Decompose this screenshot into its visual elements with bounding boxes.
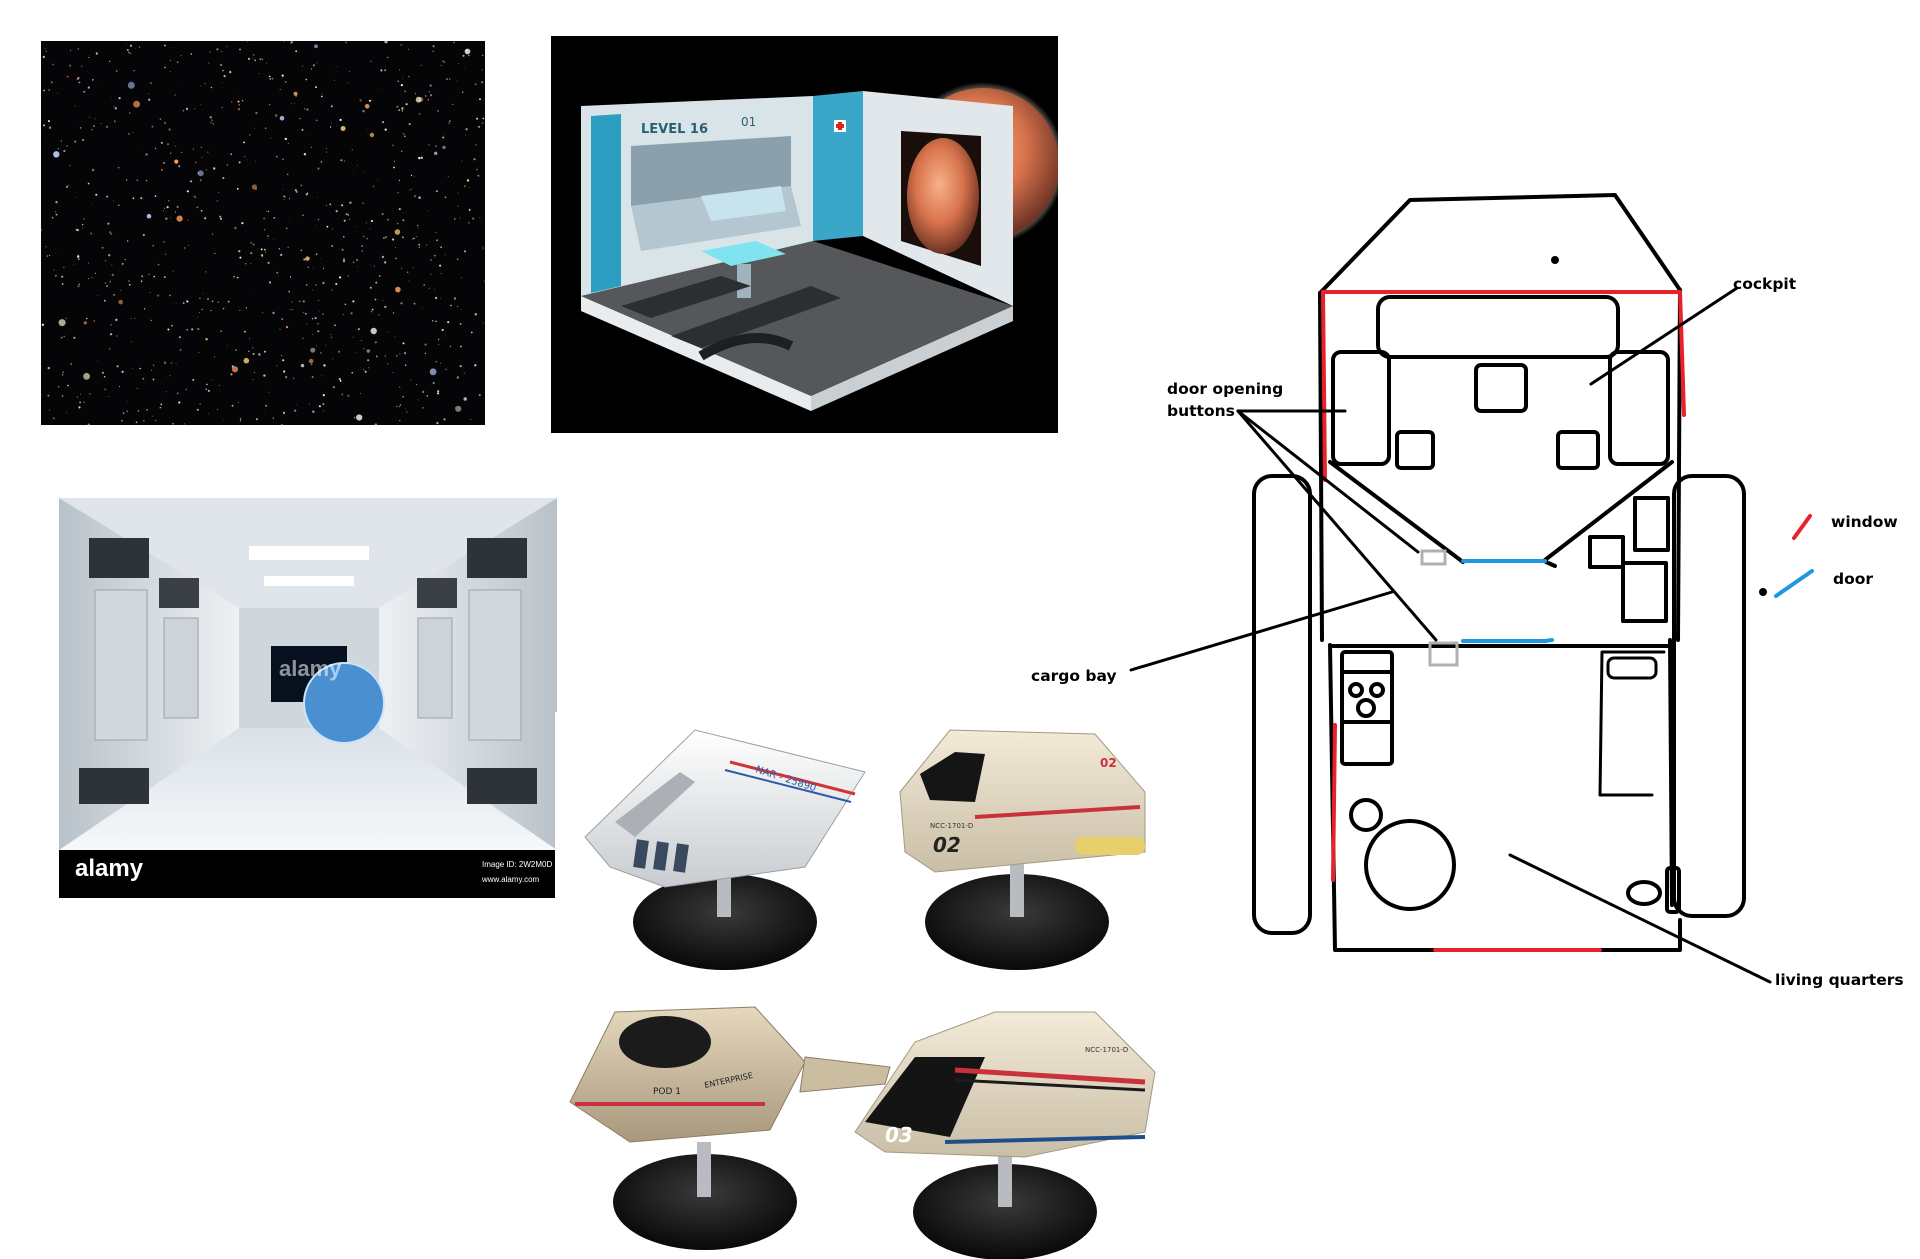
alamy-logo: alamy [75, 855, 144, 882]
cargo-crate-3 [1621, 561, 1668, 623]
leader-door-buttons-1 [1236, 409, 1420, 554]
shuttle2-number: 02 [933, 833, 961, 857]
door-button-cargo [1428, 641, 1459, 667]
deep-field-image [41, 41, 485, 425]
label-cargo-bay: cargo bay [1031, 667, 1117, 685]
shuttle2-registry: NCC-1701-D [930, 822, 973, 830]
room-number: 01 [741, 115, 756, 129]
leader-door-buttons-2 [1236, 409, 1438, 642]
cargo-crate-1 [1633, 496, 1670, 552]
level-sign: LEVEL 16 [641, 122, 708, 137]
sink [1665, 866, 1681, 914]
corridor-render [59, 498, 557, 898]
pillow [1606, 656, 1658, 680]
label-cockpit: cockpit [1733, 275, 1797, 293]
label-door-buttons-line2: buttons [1167, 402, 1235, 420]
round-table [1364, 819, 1456, 911]
cargo-crate-2 [1588, 535, 1625, 569]
door-markings [1461, 559, 1814, 643]
shuttle4-number: 03 [885, 1123, 913, 1147]
cockpit-seat-aft-left [1395, 430, 1435, 470]
shuttle2-number-small: 02 [1100, 756, 1117, 770]
cockpit-seat-pilot [1474, 363, 1528, 413]
alamy-site: www.alamy.com [482, 875, 540, 884]
galley-unit [1340, 650, 1394, 766]
cockpit-console [1376, 295, 1620, 359]
right-engine-pod [1672, 474, 1746, 918]
nose-outline [1318, 193, 1682, 295]
window-markings [1321, 290, 1812, 952]
alamy-image-id: Image ID: 2W2M0D [482, 860, 553, 869]
starfield [41, 41, 485, 425]
left-engine-pod [1252, 474, 1312, 935]
shuttle4-registry: NCC-1701-D [1085, 1046, 1128, 1054]
cockpit-bulkhead-left [1328, 460, 1465, 564]
leader-living-quarters [1508, 853, 1772, 984]
toilet [1626, 880, 1662, 906]
label-living-quarters: living quarters [1775, 971, 1904, 989]
leader-cargo-bay [1129, 590, 1394, 672]
cockpit-seat-right [1608, 350, 1670, 466]
alamy-watermark: alamy [279, 656, 342, 681]
shuttle-models-render: NAR - 25890 02 NCC-1701-D 02 POD 1 ENTER… [569, 729, 1156, 1259]
cockpit-seat-aft-right [1556, 430, 1600, 470]
label-door-buttons-line1: door opening [1167, 380, 1284, 398]
shuttle-models-image: NAR - 25890 02 NCC-1701-D 02 POD 1 ENTER… [555, 712, 1205, 1259]
cabin-room-render: LEVEL 16 01 [581, 82, 1058, 411]
legend-window-label: window [1831, 513, 1898, 531]
stool [1349, 798, 1383, 832]
door-button-cockpit [1420, 549, 1447, 566]
legend-door-label: door [1833, 570, 1874, 588]
cockpit-bulkhead-right [1543, 460, 1674, 562]
shuttle3-pod: POD 1 [653, 1087, 681, 1097]
cabin-room-image: LEVEL 16 01 [551, 36, 1058, 433]
corridor-image: alamy alamy Image ID: 2W2M0D www.alamy.c… [59, 498, 557, 898]
cockpit-seat-left [1331, 350, 1391, 466]
bed [1598, 650, 1666, 797]
leader-cockpit [1589, 286, 1739, 386]
